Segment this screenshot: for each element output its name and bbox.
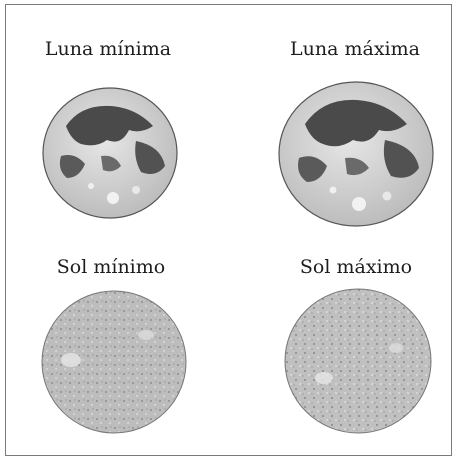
label-sol-maximo: Sol máximo — [299, 256, 413, 278]
label-sol-minimo: Sol mínimo — [56, 256, 166, 278]
moon-large-image — [278, 81, 434, 227]
moon-small-image — [42, 87, 178, 219]
label-luna-maxima: Luna máxima — [290, 38, 420, 60]
sun-max-image — [284, 288, 432, 434]
label-luna-minima: Luna mínima — [44, 38, 172, 60]
sun-min-image — [41, 290, 187, 434]
